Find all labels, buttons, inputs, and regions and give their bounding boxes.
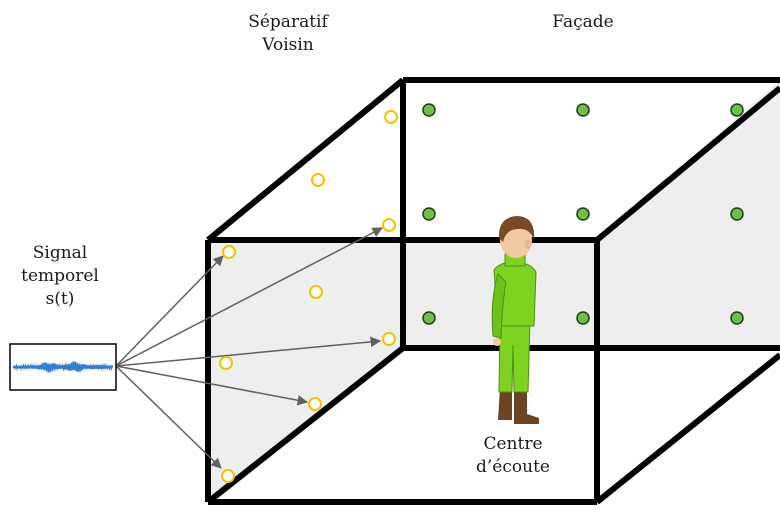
hair [498, 216, 535, 242]
source-point [384, 110, 398, 124]
receiver-point [576, 207, 590, 221]
bottom-left-diagonal [206, 345, 405, 505]
arm [491, 273, 507, 339]
centre-label-line1: Centre [483, 434, 543, 454]
arrow [115, 227, 383, 367]
source-point [222, 245, 236, 259]
waveform-icon [9, 343, 117, 391]
separatif-label: Séparatif Voisin [248, 11, 328, 57]
person-icon [491, 216, 539, 424]
receiver-point [576, 103, 590, 117]
signal-label-line3: s(t) [45, 289, 75, 309]
ceiling [208, 80, 780, 240]
signal-label-line1: Signal [32, 243, 88, 263]
arrow [115, 365, 309, 406]
top-left-diagonal [206, 77, 405, 243]
source-point [219, 356, 233, 370]
source-point [382, 332, 396, 346]
receiver-point [730, 207, 744, 221]
arrow [115, 336, 382, 367]
facade-label-text: Façade [552, 12, 614, 32]
centre-label: Centre d’écoute [458, 433, 568, 479]
source-point [309, 285, 323, 299]
arrow [115, 365, 222, 469]
top-right-diagonal [595, 85, 780, 243]
centre-label-line2: d’écoute [476, 457, 550, 477]
receiver-point [422, 311, 436, 325]
waveform-trace [12, 361, 114, 373]
receiver-point [730, 311, 744, 325]
receiver-point [422, 103, 436, 117]
left-boot [498, 388, 512, 420]
arrow [115, 255, 224, 367]
facade-label: Façade [538, 11, 628, 34]
signal-label: Signal temporel s(t) [14, 242, 106, 311]
signal-label-line2: temporel [21, 266, 99, 286]
source-point [382, 218, 396, 232]
right-boot [514, 388, 539, 424]
legs [498, 319, 531, 393]
separatif-label-line2: Voisin [262, 35, 314, 55]
facade-receivers [422, 103, 744, 325]
receiver-point [576, 311, 590, 325]
hand [493, 338, 501, 346]
separatif-label-line1: Séparatif [248, 12, 328, 32]
receiver-point [730, 103, 744, 117]
ear [524, 239, 532, 249]
receiver-point [422, 207, 436, 221]
bottom-right-diagonal [595, 352, 780, 505]
source-point [221, 469, 235, 483]
source-point [311, 173, 325, 187]
separatif-sources [219, 110, 398, 483]
source-point [308, 397, 322, 411]
room-edges [205, 77, 780, 505]
propagation-arrows [115, 227, 383, 469]
